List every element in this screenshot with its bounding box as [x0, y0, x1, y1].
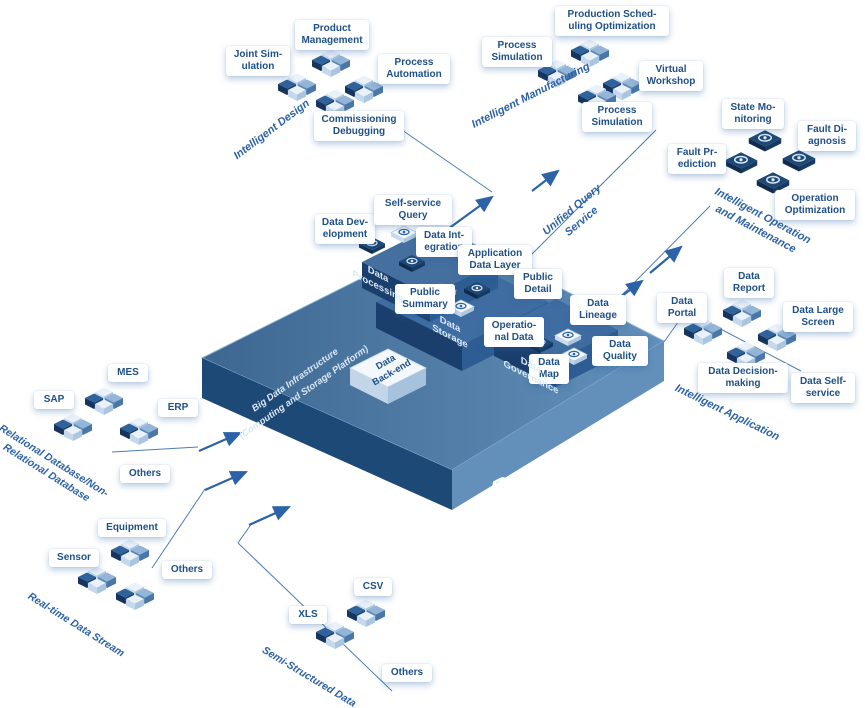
erp-icon: [120, 418, 158, 446]
label-mes: MES: [108, 364, 148, 383]
label-joint-simulation: Joint Sim-ulation: [226, 46, 290, 77]
arrow-semi-in: [248, 505, 292, 527]
label-virtual-workshop: Virtual Workshop: [639, 61, 703, 92]
equipment-icon: [111, 540, 149, 568]
connector-operation: [615, 205, 711, 302]
connector-design: [401, 129, 493, 193]
label-data-map: Data Map: [529, 354, 569, 385]
label-data-development: Data Dev-elopment: [315, 214, 375, 245]
connector-realtime: [151, 488, 206, 569]
label-data-report: Data Report: [724, 268, 774, 299]
arrow-to-design: [447, 195, 494, 230]
label-sensor: Sensor: [49, 549, 99, 568]
arrow-to-manufacturing: [531, 169, 560, 192]
label-erp: ERP: [158, 399, 198, 418]
label-product-management: Product Management: [295, 20, 369, 51]
label-data-large-screen: Data Large Screen: [783, 302, 853, 333]
label-state-monitoring: State Mo-nitoring: [722, 99, 784, 130]
label-production-scheduling-optimization: Production Sched-uling Optimization: [555, 6, 669, 37]
label-operational-data: Operatio-nal Data: [484, 317, 544, 348]
label-xls: XLS: [289, 606, 327, 625]
sensor-icon: [78, 567, 116, 595]
fault-diagnosis-icon: [782, 149, 816, 173]
label-data-quality: Data Quality: [592, 336, 648, 367]
label-commissioning-debugging: Commissioning Debugging: [314, 111, 404, 142]
product-management-icon: [312, 50, 350, 78]
mes-icon: [85, 388, 123, 416]
label-data-self-service: Data Self-service: [791, 373, 855, 404]
label-relational-others: Others: [120, 465, 170, 484]
label-data-portal: Data Portal: [657, 293, 707, 324]
label-data-lineage: Data Lineage: [570, 295, 626, 326]
platform-front-face: [452, 341, 664, 510]
connector-unified-query: [529, 129, 657, 257]
label-process-simulation-2: Process Simulation: [582, 102, 652, 133]
label-equipment: Equipment: [98, 519, 166, 538]
label-process-automation: Process Automation: [378, 54, 450, 85]
storage-tier-left: [376, 302, 462, 371]
backend-box-right: [388, 368, 426, 404]
csv-icon: [347, 600, 385, 628]
connector-semi-link: [237, 522, 253, 544]
arrow-to-operation: [649, 245, 683, 274]
label-csv: CSV: [354, 578, 392, 597]
backend-box-left: [350, 368, 388, 404]
joint-simulation-icon: [278, 74, 316, 102]
platform-left-face: [202, 358, 452, 510]
sap-icon: [54, 414, 92, 442]
xls-icon: [316, 622, 354, 650]
state-monitoring-icon: [748, 129, 782, 153]
label-data-decision-making: Data Decision-making: [698, 363, 788, 394]
label-public-detail: Public Detail: [514, 269, 562, 300]
label-self-service-query: Self-service Query: [374, 195, 452, 226]
production-scheduling-icon: [571, 40, 609, 68]
arrow-realtime-in: [204, 470, 249, 492]
label-process-simulation-1: Process Simulation: [482, 37, 552, 68]
connector-relational: [111, 446, 199, 453]
fault-prediction-icon: [724, 151, 758, 175]
label-semi-others: Others: [382, 664, 432, 683]
data-backend-box: [349, 348, 427, 404]
label-public-summary: Public Summary: [395, 284, 455, 315]
label-sap: SAP: [34, 391, 74, 410]
label-realtime-others: Others: [162, 561, 212, 580]
label-fault-prediction: Fault Pr-ediction: [668, 144, 726, 175]
realtime-others-icon: [116, 583, 154, 611]
label-operation-optimization: Operation Optimization: [775, 190, 855, 221]
label-fault-diagnosis: Fault Di-agnosis: [798, 121, 856, 152]
data-report-icon: [723, 300, 761, 328]
arrow-relational-in: [198, 431, 243, 453]
